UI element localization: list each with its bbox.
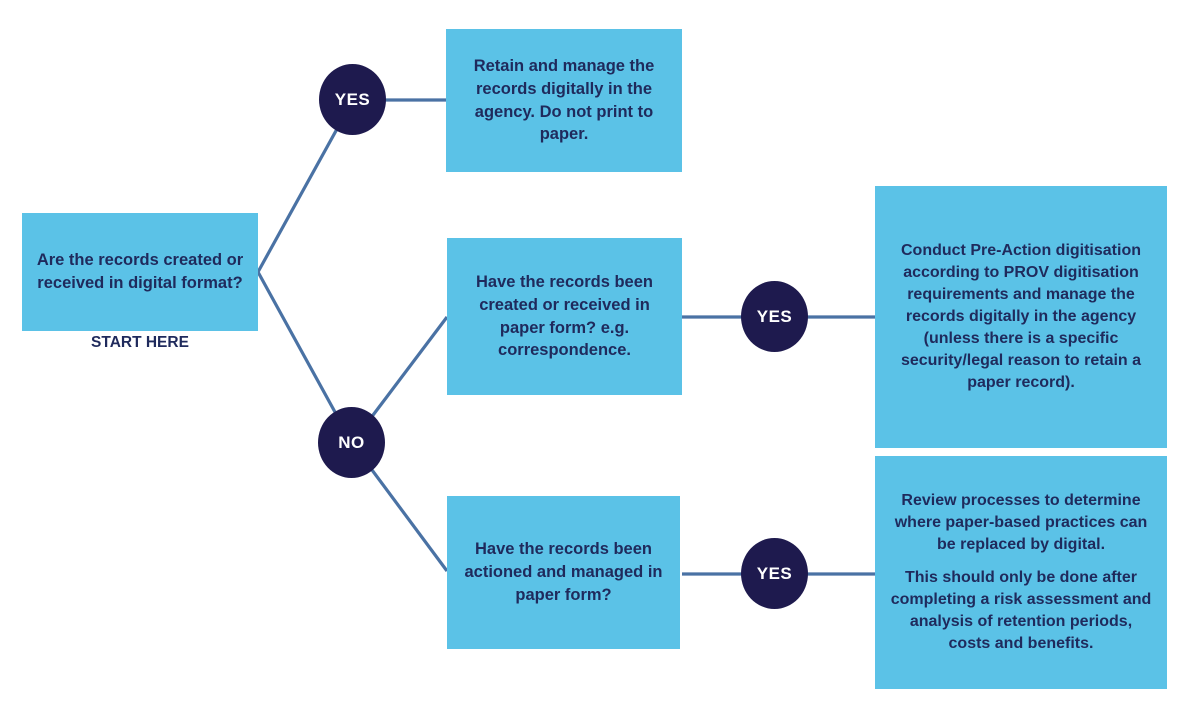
decision-no: NO bbox=[318, 407, 385, 478]
paper-actioned-question-box: Have the records been actioned and manag… bbox=[447, 496, 680, 649]
decision-yes-top-label: YES bbox=[334, 89, 371, 109]
retain-digital-box: Retain and manage the records digitally … bbox=[446, 29, 682, 172]
digitise-outcome-box: Conduct Pre-Action digitisation accordin… bbox=[875, 186, 1167, 448]
start-here-label: START HERE bbox=[91, 334, 189, 351]
retain-digital-text: Retain and manage the records digitally … bbox=[473, 56, 655, 144]
decision-no-label: NO bbox=[338, 432, 365, 452]
review-outcome-box: Review processes to determine where pape… bbox=[875, 456, 1167, 689]
decision-yes-bottom: YES bbox=[741, 538, 808, 609]
start-question-box: Are the records created or received in d… bbox=[22, 213, 258, 331]
decision-yes-middle-label: YES bbox=[756, 306, 793, 326]
decision-yes-bottom-label: YES bbox=[756, 563, 793, 583]
review-outcome-text-2: This should only be done after completin… bbox=[890, 568, 1152, 653]
start-question-text: Are the records created or received in d… bbox=[36, 251, 244, 292]
paper-received-question-text: Have the records been created or receive… bbox=[476, 272, 653, 360]
paper-received-question-box: Have the records been created or receive… bbox=[447, 238, 682, 395]
paper-actioned-question-text: Have the records been actioned and manag… bbox=[464, 540, 663, 604]
review-outcome-text-1: Review processes to determine where pape… bbox=[894, 491, 1148, 553]
decision-yes-middle: YES bbox=[741, 281, 808, 352]
digitise-outcome-text: Conduct Pre-Action digitisation accordin… bbox=[900, 241, 1142, 392]
decision-yes-top: YES bbox=[319, 64, 386, 135]
